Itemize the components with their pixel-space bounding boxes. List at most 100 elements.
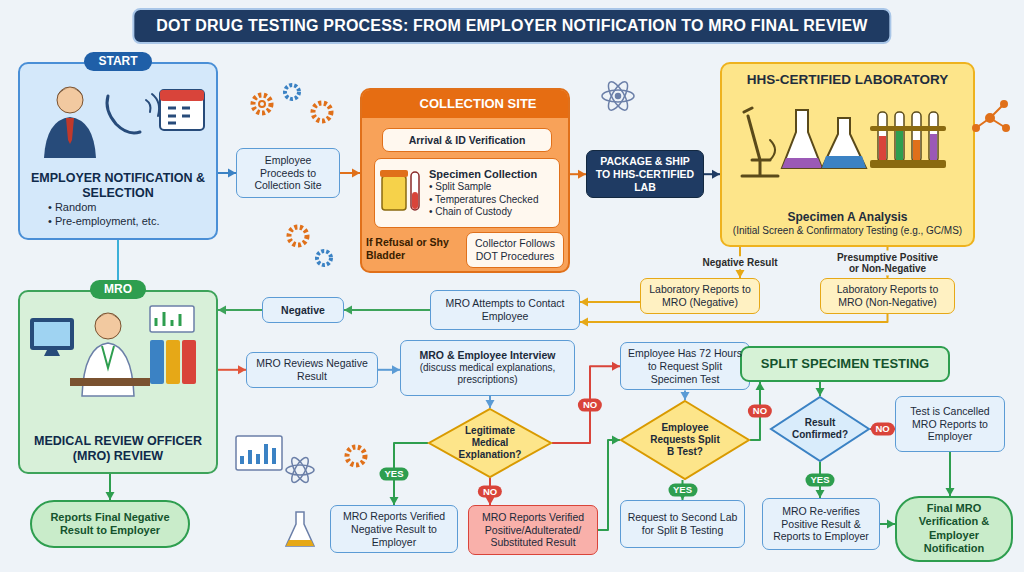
flask-icon — [286, 512, 314, 546]
arrow-head — [612, 436, 620, 445]
atom-icon — [289, 455, 312, 484]
gear-icon — [317, 251, 331, 265]
section-box: SPLIT SPECIMEN TESTING — [740, 346, 950, 382]
node-text: MRO Re-verifies Positive Result & Report… — [769, 505, 873, 543]
diamond-shape — [621, 401, 749, 479]
connector — [570, 170, 586, 179]
arrow-head — [486, 400, 495, 408]
chart-icon — [242, 444, 274, 464]
report-box: Laboratory Reports to MRO (Non-Negative) — [820, 278, 955, 314]
arrow-head — [681, 392, 690, 400]
arrow-head — [612, 362, 620, 371]
node-text: • Pre-employment, etc. — [30, 215, 206, 228]
connector-line — [344, 309, 430, 311]
connector — [681, 390, 690, 400]
hospital-icon — [373, 97, 385, 109]
test-tube-rack-icon — [870, 112, 946, 168]
terminal-box: Reports Final Negative Result to Employe… — [30, 500, 190, 548]
test-tube-rack-icon — [912, 112, 921, 162]
phone-icon — [152, 94, 159, 116]
atom-icon — [605, 79, 631, 113]
node-text: START — [84, 52, 151, 71]
connector-line — [598, 440, 620, 530]
process-box: Test is Cancelled MRO Reports to Employe… — [895, 396, 1005, 452]
title-text: DOT DRUG TESTING PROCESS: FROM EMPLOYER … — [156, 17, 867, 34]
connector — [816, 382, 825, 396]
gear-icon — [253, 95, 271, 113]
node-text: Reports Final Negative Result to Employe… — [44, 511, 176, 538]
employer-icon — [44, 87, 96, 158]
report-box: Laboratory Reports to MRO (Negative) — [640, 278, 760, 314]
process-box: MRO Reviews Negative Result — [246, 352, 378, 388]
arrow-head — [486, 497, 495, 505]
calendar-icon — [160, 90, 204, 130]
connector — [218, 169, 236, 178]
result-box: MRO Reports Verified Negative Result to … — [330, 505, 458, 553]
test-tube-rack-icon — [895, 112, 904, 162]
flask-icon — [822, 118, 866, 168]
process-box: Arrival & ID Verification — [382, 128, 552, 152]
doctor-icon — [95, 314, 121, 322]
node-text: Result Confirmed? — [790, 417, 850, 441]
arrow-head — [816, 388, 825, 396]
node-text: MRO Reports Verified Positive/Adulterate… — [475, 511, 591, 549]
gear-icon — [313, 103, 331, 121]
arrow-head — [946, 488, 955, 496]
node-text: MRO Reviews Negative Result — [253, 357, 371, 383]
test-tube-rack-icon — [929, 112, 938, 162]
molecule-icon — [1003, 125, 1009, 131]
result-box: MRO Reports Verified Positive/Adulterate… — [468, 505, 598, 555]
node-text: MRO & Employee Interview — [407, 349, 568, 362]
arrow-head — [390, 497, 399, 505]
flask-icon — [286, 512, 314, 546]
start-panel: STARTEMPLOYER NOTIFICATION & SELECTION• … — [18, 62, 218, 240]
gear-icon — [285, 85, 299, 99]
flask-icon — [782, 110, 866, 168]
flask-icon — [822, 156, 866, 168]
specimen-cup-icon — [380, 170, 408, 177]
node-text: Final MRO Verification & Employer Notifi… — [909, 502, 999, 556]
molecule-icon — [986, 114, 994, 122]
binder-icon — [156, 312, 180, 326]
decision-diamond: Legitimate Medical Explanation? — [428, 408, 552, 478]
edge-label: NO — [748, 405, 772, 418]
connector — [704, 170, 720, 179]
employer-icon — [66, 118, 74, 144]
process-box: Request to Second Lab for Split B Testin… — [620, 500, 745, 548]
node-text: MRO Reports Verified Negative Result to … — [337, 510, 451, 548]
edge-label: YES — [379, 468, 408, 481]
diamond-shape — [429, 409, 551, 477]
node-text: HHS-CERTIFIED LABORATORY — [732, 72, 963, 88]
phone-icon — [146, 100, 151, 112]
employer-icon — [57, 87, 83, 113]
atom-icon — [286, 79, 634, 484]
binder-icon — [150, 306, 196, 384]
arrow-head — [712, 170, 720, 179]
decision-diamond: Employee Requests Split B Test? — [620, 400, 750, 480]
arrow-head — [218, 306, 226, 315]
connector — [106, 474, 115, 500]
arrow-head — [578, 170, 586, 179]
node-text: Legitimate Medical Explanation? — [453, 425, 527, 461]
calendar-icon — [160, 90, 204, 101]
arrow-head — [816, 490, 825, 498]
flask-icon — [286, 540, 314, 546]
test-tube-rack-icon — [878, 112, 887, 162]
test-tube-rack-icon — [913, 140, 920, 161]
molecule-icon — [973, 125, 979, 131]
edge-label: NO — [870, 423, 894, 436]
process-box: Employee Proceeds to Collection Site — [236, 148, 340, 198]
edge-label: YES — [805, 474, 834, 487]
node-text: Specimen A Analysis — [732, 210, 963, 225]
edge-label: Presumptive Positive or Non-Negative — [829, 250, 947, 275]
process-box: MRO & Employee Interview(discuss medical… — [400, 340, 575, 396]
node-text: Negative — [269, 304, 337, 317]
edge-label: NO — [478, 485, 502, 498]
doctor-icon — [30, 313, 150, 396]
node-text: Employee Requests Split B Test? — [646, 422, 724, 458]
specimen-cup-icon — [411, 172, 419, 210]
arrow-head — [352, 169, 360, 178]
node-text: PACKAGE & SHIP TO HHS-CERTIFIED LAB — [593, 155, 697, 193]
molecule-icon — [973, 101, 1009, 131]
